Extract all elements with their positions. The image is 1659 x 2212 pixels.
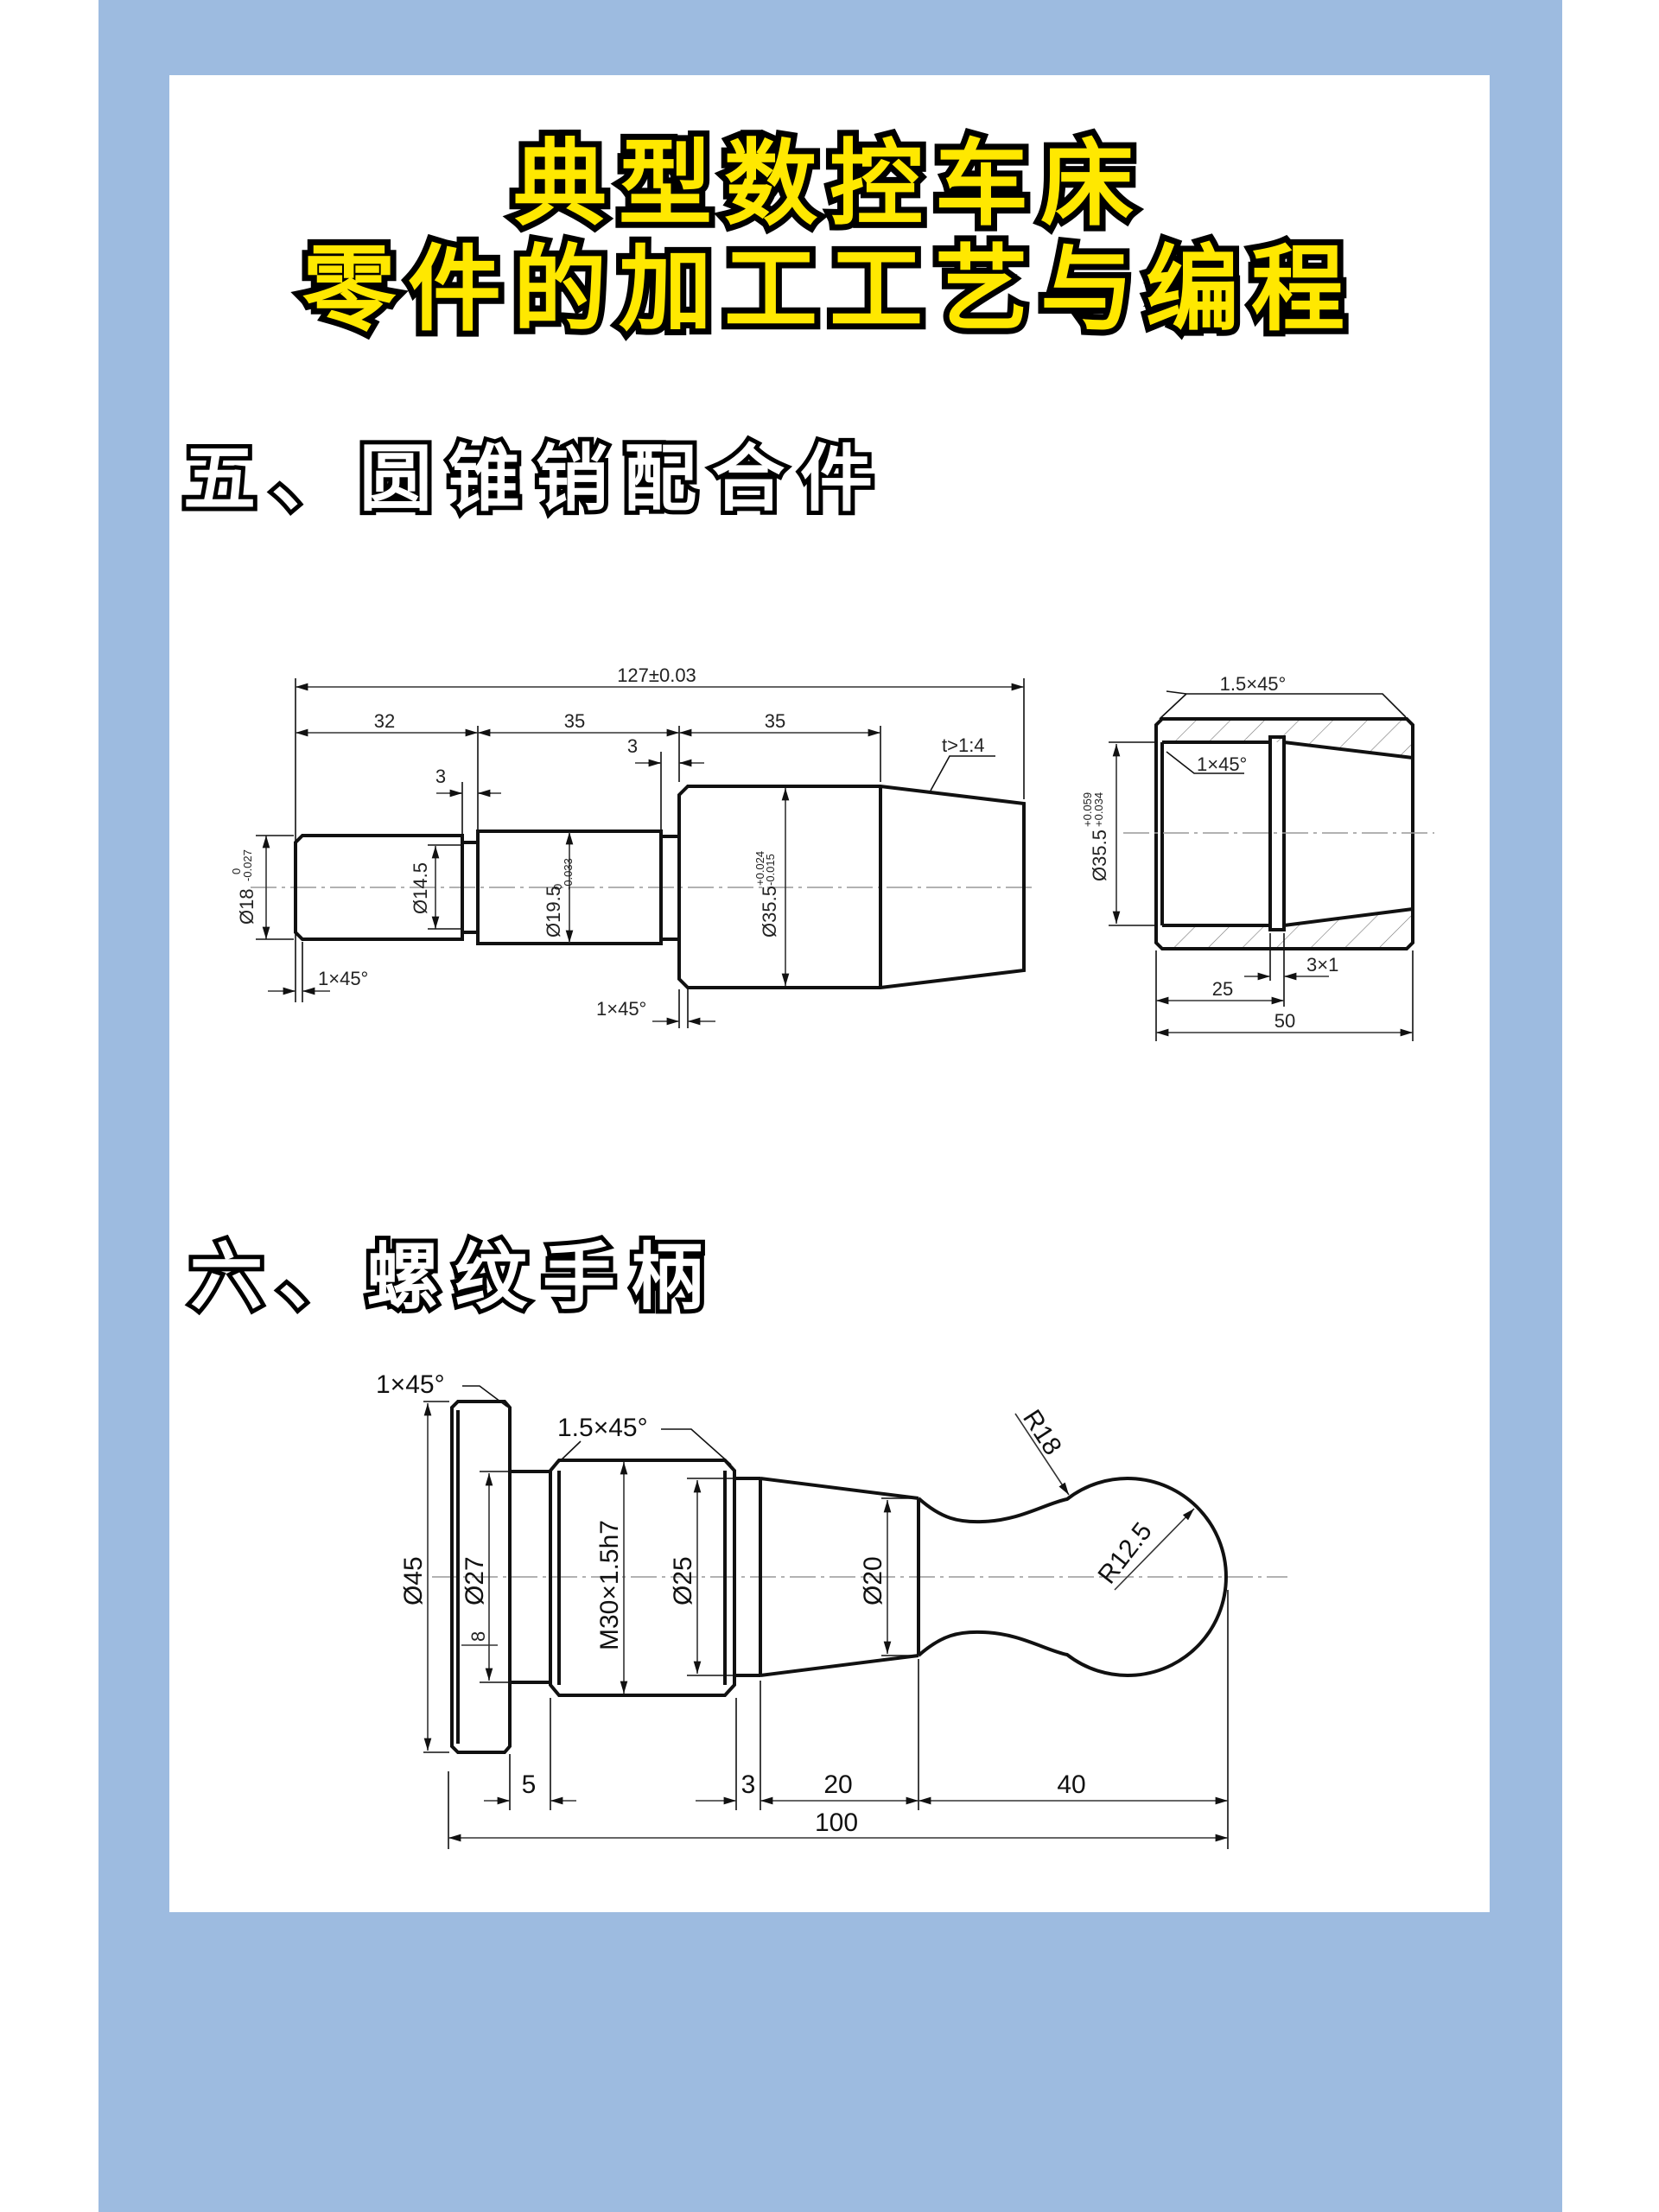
dim-bore-label: Ø35.5 — [1089, 830, 1110, 881]
section-heading-6: 六、螺纹手柄 — [186, 1235, 720, 1319]
svg-text:-0.033: -0.033 — [562, 858, 575, 890]
dim-d19-label: Ø19.5 — [543, 886, 564, 938]
sleeve-outline — [1154, 717, 1414, 950]
dim-d18-label: Ø18 — [236, 888, 257, 925]
dim-35a-label: 35 — [564, 710, 585, 732]
dim-d45-label: Ø45 — [399, 1556, 428, 1605]
dim-8-label: 8 — [467, 1631, 489, 1642]
title-line-2: 零件的加工工艺与编程 — [296, 236, 1357, 344]
dim-3-label: 3 — [741, 1770, 756, 1799]
chamfer-mid-label: 1×45° — [596, 998, 646, 1020]
dim-d25-label: Ø25 — [669, 1556, 697, 1605]
dim-d20-label: Ø20 — [859, 1556, 887, 1605]
dim-32-label: 32 — [374, 710, 395, 732]
dim-35b-label: 35 — [765, 710, 785, 732]
dim-5-label: 5 — [522, 1770, 537, 1799]
sleeve-drawing: Ø35.5 +0.059 +0.034 1.5×45° 1×45° 25 50 … — [1081, 673, 1434, 1041]
content-card — [169, 75, 1490, 1912]
taper-label: t>1:4 — [942, 734, 985, 756]
dim-20-label: 20 — [823, 1770, 852, 1799]
svg-text:0: 0 — [551, 884, 564, 890]
dim-groove2-label: 3 — [627, 735, 638, 757]
dim-40-label: 40 — [1057, 1770, 1085, 1799]
svg-text:+0.059: +0.059 — [1081, 792, 1094, 827]
chamfer2-label: 1.5×45° — [557, 1414, 648, 1442]
chamfer-left-label: 1×45° — [318, 968, 368, 989]
pin-outline — [294, 785, 1026, 989]
section-heading-5: 五、圆锥销配合件 — [179, 436, 889, 521]
chamfer1-label: 1×45° — [376, 1370, 445, 1399]
dim-d35-label: Ø35.5 — [759, 886, 780, 938]
dim-d14-label: Ø14.5 — [410, 862, 431, 914]
dim-groove1-label: 3 — [435, 766, 446, 787]
svg-text:+0.034: +0.034 — [1092, 792, 1105, 827]
svg-text:0: 0 — [230, 868, 243, 874]
svg-text:-0.027: -0.027 — [241, 849, 254, 881]
chamfer-outer-label: 1.5×45° — [1220, 673, 1287, 695]
dim-100-label: 100 — [815, 1808, 858, 1837]
thread-spec-label: M30×1.5h7 — [595, 1520, 624, 1650]
dim-d27-label: Ø27 — [461, 1556, 489, 1605]
svg-text:+0.024: +0.024 — [753, 851, 766, 886]
dim-25-label: 25 — [1212, 978, 1233, 1000]
r18-label: R18 — [1017, 1405, 1067, 1460]
svg-text:-0.015: -0.015 — [764, 854, 777, 886]
dim-overall-label: 127±0.03 — [617, 664, 696, 686]
groove-label: 3×1 — [1306, 954, 1338, 976]
title-line-1: 典型数控车床 — [507, 130, 1146, 238]
dim-50-label: 50 — [1274, 1010, 1295, 1032]
taper-pin-drawing: 127±0.03 32 35 35 3 3 t>1:4 Ø18 0 -0.027… — [230, 664, 1037, 1028]
chamfer-inner-label: 1×45° — [1197, 753, 1247, 775]
handle-outline — [450, 1400, 1228, 1754]
thread-handle-drawing: Ø45 Ø27 8 M30×1.5h7 Ø25 Ø20 1×45° 1.5×45… — [376, 1370, 1287, 1849]
